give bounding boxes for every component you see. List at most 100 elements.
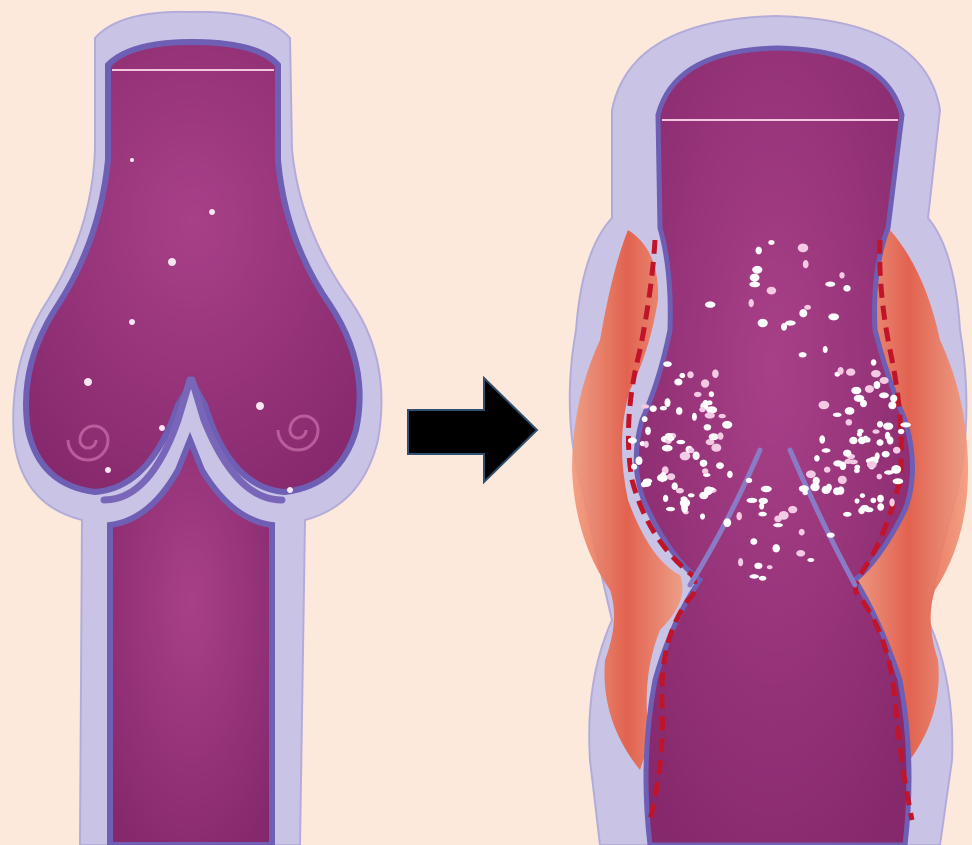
clot-cell	[893, 447, 901, 454]
clot-cell	[843, 285, 850, 292]
clot-cell	[849, 460, 858, 465]
clot-cell	[799, 529, 805, 536]
clot-cell	[749, 574, 759, 578]
clot-cell	[636, 456, 643, 465]
clot-cell	[807, 558, 814, 562]
clot-cell	[663, 361, 672, 367]
clot-cell	[880, 377, 889, 384]
clot-cell	[785, 320, 796, 325]
clot-cell	[890, 395, 897, 403]
clot-cell	[839, 272, 844, 278]
clot-cell	[781, 323, 787, 331]
clot-cell	[898, 429, 904, 434]
clot-cell	[774, 516, 782, 523]
clot-cell	[877, 421, 883, 428]
clot-cell	[799, 309, 807, 317]
clot-cell	[759, 576, 767, 581]
clot-cell	[893, 478, 904, 484]
clot-cell	[722, 421, 732, 429]
clot-cell	[749, 299, 754, 307]
clot-cell	[819, 435, 825, 444]
clot-cell	[662, 445, 673, 452]
clot-cell	[738, 558, 743, 566]
clot-cell	[863, 436, 869, 443]
clot-cell	[813, 477, 820, 485]
clot-cell	[723, 518, 731, 527]
clot-cell	[650, 405, 657, 412]
clot-cell	[645, 427, 651, 435]
clot-cell	[641, 404, 649, 408]
clot-cell	[885, 432, 890, 440]
clot-cell	[704, 486, 713, 495]
clot-cell	[891, 465, 901, 474]
clot-cell	[843, 450, 851, 457]
clot-cell	[628, 438, 637, 444]
clot-cell	[688, 493, 695, 497]
clot-cell	[860, 505, 869, 511]
clot-cell	[700, 513, 705, 519]
clot-cell	[883, 423, 893, 430]
clot-cell	[833, 413, 842, 417]
clot-cell	[688, 448, 694, 454]
clot-cell	[711, 444, 721, 452]
clot-cell	[693, 451, 700, 460]
clot-cell	[865, 385, 874, 393]
clot-cell	[870, 498, 876, 504]
clot-cell	[877, 503, 884, 511]
clot-cell	[857, 432, 862, 437]
clot-cell	[704, 424, 712, 430]
clot-cell	[822, 448, 831, 452]
clot-cell	[702, 468, 708, 474]
clot-cell	[773, 523, 783, 527]
clot-cell	[803, 260, 809, 268]
clot-cell	[871, 359, 877, 365]
clot-cell	[814, 455, 820, 461]
clot-cell	[665, 433, 673, 438]
clot-cell	[879, 392, 889, 398]
clot-cell	[716, 462, 724, 469]
clot-cell	[788, 506, 797, 513]
clot-cell	[663, 495, 668, 502]
clot-cell	[826, 484, 832, 492]
arrow-right-icon	[408, 378, 537, 482]
clot-cell	[750, 538, 757, 545]
clot-cell	[819, 401, 830, 409]
clot-cell	[759, 498, 768, 504]
clot-cell	[846, 419, 853, 425]
clot-cell	[824, 467, 831, 473]
clot-cell	[767, 287, 777, 295]
clot-cell	[849, 437, 857, 445]
clot-cell	[871, 370, 881, 377]
clot-cell	[756, 247, 762, 255]
clot-cell	[676, 488, 684, 494]
clot-cell	[799, 485, 809, 492]
clot-cell	[736, 512, 742, 520]
thrombosed-vein-lumen	[636, 48, 912, 845]
clot-cell	[867, 461, 877, 468]
clot-cell	[674, 379, 682, 386]
clot-cell	[631, 464, 637, 470]
clot-cell	[687, 371, 694, 378]
clot-cell	[657, 474, 668, 482]
clot-cell	[854, 468, 860, 473]
clot-cell	[676, 407, 683, 415]
clot-cell	[877, 474, 883, 480]
clot-cell	[846, 368, 855, 375]
clot-cell	[798, 244, 809, 253]
clot-cell	[667, 473, 675, 480]
clot-cell	[694, 392, 702, 397]
clot-cell	[672, 482, 678, 490]
clot-cell	[747, 498, 758, 503]
clot-cell	[877, 439, 884, 446]
clot-cell	[761, 486, 772, 492]
clot-cell	[705, 301, 715, 307]
clot-cell	[752, 266, 762, 274]
clot-cell	[666, 507, 675, 511]
clot-cell	[746, 478, 752, 483]
clot-cell	[727, 471, 733, 478]
clot-cell	[806, 470, 816, 478]
clot-cell	[754, 563, 762, 569]
clot-cell	[872, 429, 879, 433]
clot-cell	[644, 441, 649, 448]
